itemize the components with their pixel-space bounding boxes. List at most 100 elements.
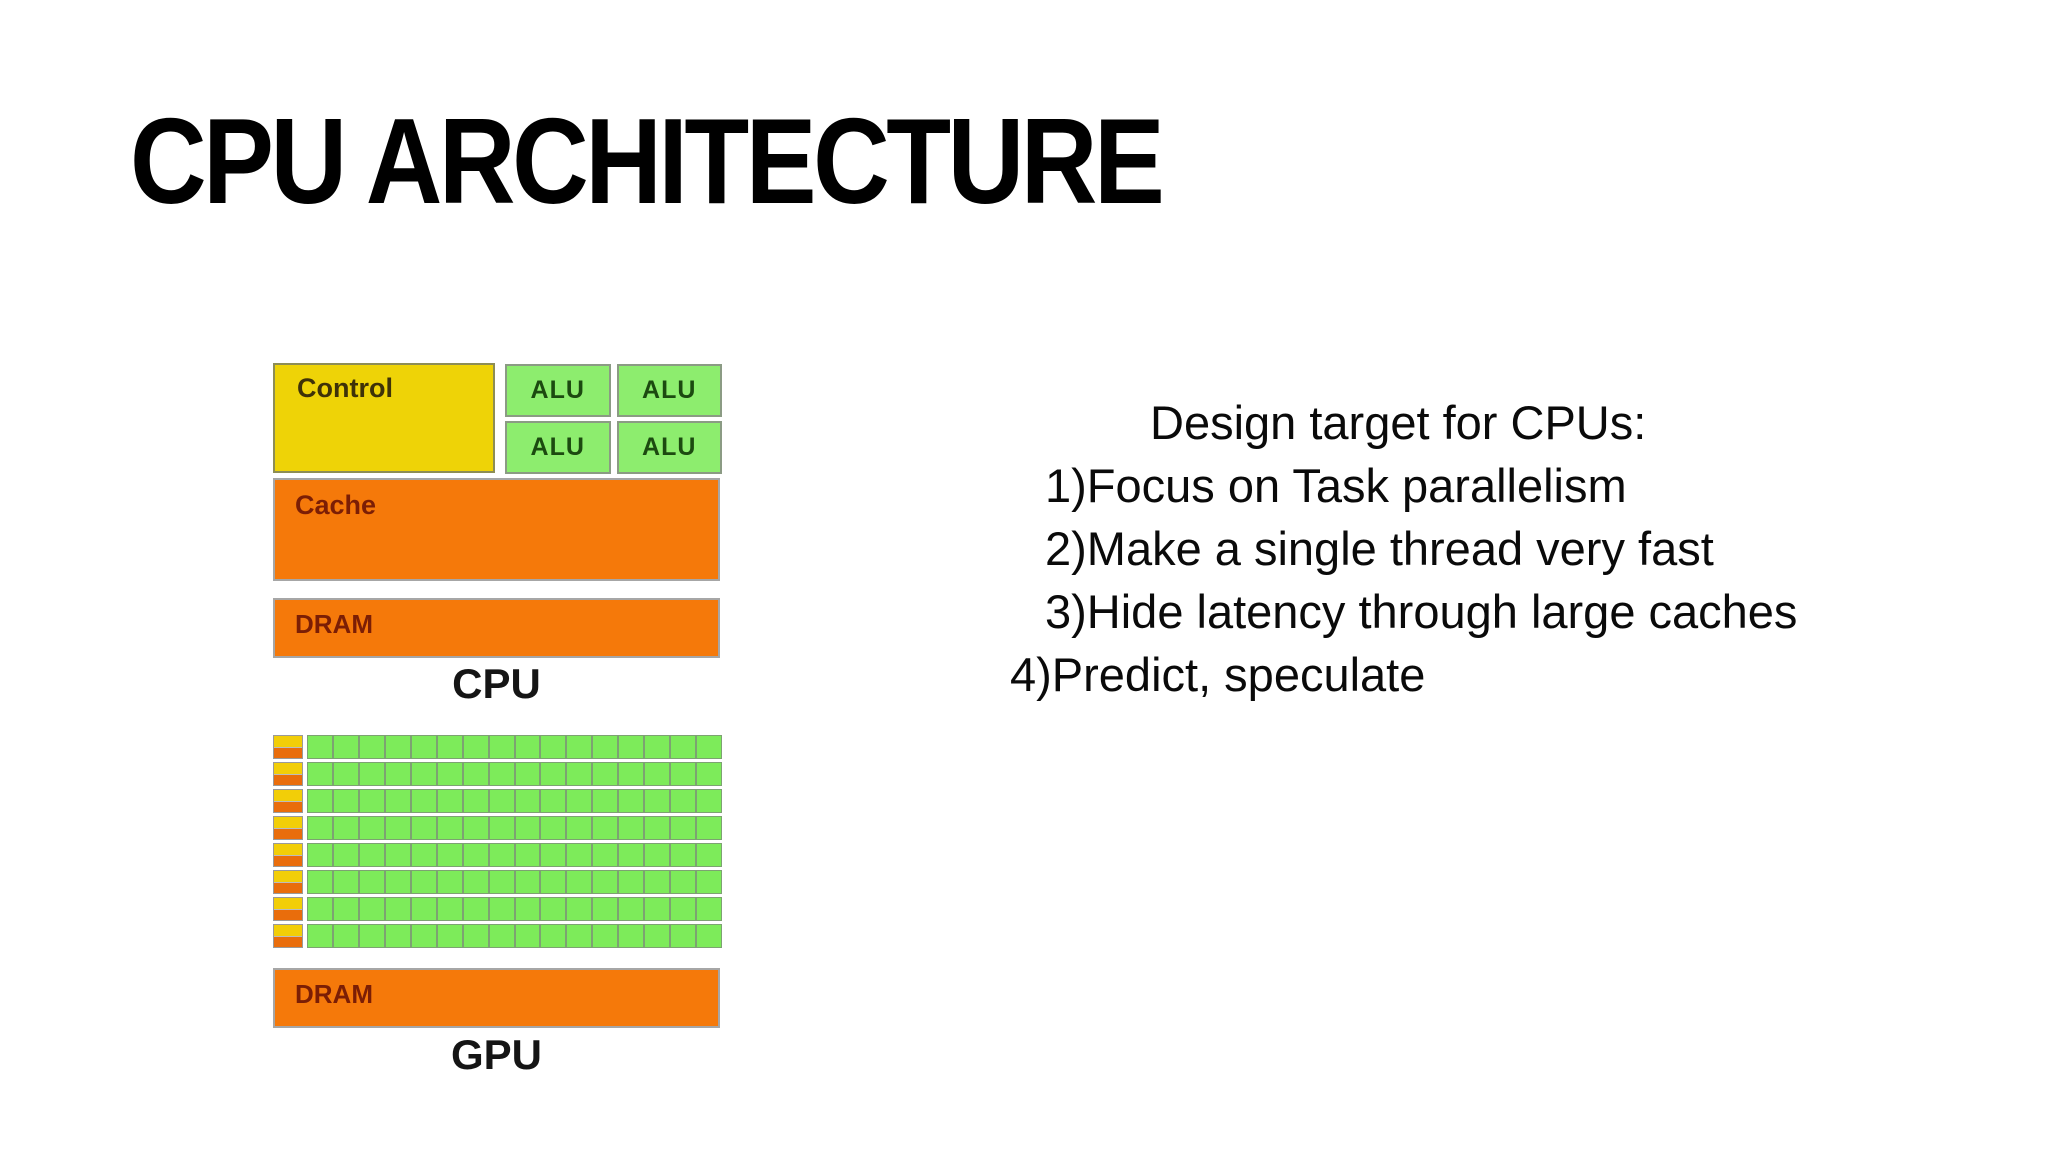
- cpu-alu-box: ALU: [505, 364, 611, 417]
- gpu-alu-cell: [332, 789, 359, 813]
- gpu-alu-cell: [358, 735, 385, 759]
- gpu-alu-cell: [670, 843, 697, 867]
- gpu-alu-cell: [332, 870, 359, 894]
- gpu-alu-cell: [696, 816, 722, 840]
- gpu-alu-cell: [540, 789, 567, 813]
- gpu-alu-cell: [618, 924, 645, 948]
- gpu-alu-cell: [566, 897, 593, 921]
- gpu-alu-cell: [384, 816, 411, 840]
- gpu-alu-cell: [696, 924, 722, 948]
- gpu-alu-cell: [488, 735, 515, 759]
- gpu-control-cache-block: [273, 816, 303, 840]
- gpu-alu-cell: [384, 924, 411, 948]
- gpu-alu-cell: [618, 762, 645, 786]
- cpu-dram-bar: DRAM: [273, 598, 720, 658]
- gpu-alu-cell: [307, 762, 333, 786]
- gpu-alu-row: [307, 870, 722, 894]
- gpu-alu-cell: [592, 897, 619, 921]
- gpu-row: [273, 762, 722, 786]
- gpu-alu-cell: [436, 843, 463, 867]
- gpu-diagram: DRAM GPU: [273, 735, 722, 1080]
- gpu-alu-cell: [514, 870, 541, 894]
- gpu-alu-cell: [410, 843, 437, 867]
- gpu-alu-cell: [670, 789, 697, 813]
- gpu-alu-cell: [696, 762, 722, 786]
- gpu-alu-cell: [696, 870, 722, 894]
- gpu-control-cell: [274, 817, 302, 830]
- gpu-alu-cell: [644, 762, 671, 786]
- gpu-alu-row: [307, 735, 722, 759]
- gpu-alu-cell: [696, 843, 722, 867]
- gpu-alu-cell: [592, 843, 619, 867]
- gpu-alu-row: [307, 816, 722, 840]
- gpu-alu-cell: [384, 870, 411, 894]
- notes-item: 4)Predict, speculate: [1010, 648, 1426, 701]
- gpu-control-cache-block: [273, 870, 303, 894]
- gpu-alu-cell: [514, 816, 541, 840]
- gpu-alu-cell: [566, 762, 593, 786]
- gpu-control-cache-block: [273, 762, 303, 786]
- gpu-alu-cell: [540, 816, 567, 840]
- gpu-alu-cell: [307, 789, 333, 813]
- gpu-alu-cell: [462, 735, 489, 759]
- gpu-row: [273, 870, 722, 894]
- gpu-control-cell: [274, 925, 302, 938]
- gpu-alu-cell: [618, 816, 645, 840]
- gpu-cache-cell: [274, 829, 302, 839]
- gpu-alu-cell: [410, 735, 437, 759]
- gpu-alu-cell: [618, 789, 645, 813]
- gpu-alu-cell: [332, 924, 359, 948]
- gpu-alu-cell: [514, 897, 541, 921]
- gpu-row: [273, 816, 722, 840]
- gpu-alu-cell: [644, 843, 671, 867]
- gpu-alu-cell: [514, 789, 541, 813]
- gpu-alu-cell: [410, 870, 437, 894]
- gpu-alu-cell: [566, 924, 593, 948]
- gpu-alu-cell: [436, 735, 463, 759]
- gpu-alu-cell: [462, 924, 489, 948]
- gpu-cache-cell: [274, 883, 302, 893]
- gpu-alu-cell: [540, 897, 567, 921]
- gpu-alu-cell: [462, 843, 489, 867]
- gpu-alu-cell: [696, 789, 722, 813]
- gpu-alu-cell: [410, 762, 437, 786]
- notes-heading: Design target for CPUs:: [1150, 396, 1647, 449]
- gpu-alu-cell: [566, 816, 593, 840]
- gpu-alu-cell: [618, 870, 645, 894]
- gpu-alu-cell: [592, 762, 619, 786]
- gpu-alu-cell: [436, 897, 463, 921]
- gpu-alu-cell: [384, 897, 411, 921]
- gpu-control-cell: [274, 844, 302, 857]
- gpu-alu-cell: [410, 897, 437, 921]
- gpu-alu-cell: [332, 762, 359, 786]
- gpu-alu-cell: [488, 843, 515, 867]
- notes-item: 2)Make a single thread very fast: [1045, 522, 1714, 575]
- gpu-alu-cell: [488, 897, 515, 921]
- gpu-alu-cell: [410, 924, 437, 948]
- gpu-row: [273, 924, 722, 948]
- gpu-alu-cell: [488, 789, 515, 813]
- gpu-alu-cell: [307, 843, 333, 867]
- gpu-alu-cell: [358, 870, 385, 894]
- gpu-alu-cell: [384, 843, 411, 867]
- gpu-control-cache-block: [273, 843, 303, 867]
- gpu-alu-cell: [540, 870, 567, 894]
- gpu-cache-cell: [274, 910, 302, 920]
- gpu-alu-cell: [540, 735, 567, 759]
- gpu-alu-cell: [670, 897, 697, 921]
- gpu-alu-cell: [670, 870, 697, 894]
- gpu-control-cell: [274, 763, 302, 776]
- cpu-caption: CPU: [452, 660, 541, 707]
- gpu-alu-cell: [592, 924, 619, 948]
- notes-item: 3)Hide latency through large caches: [1045, 585, 1798, 638]
- gpu-alu-cell: [436, 789, 463, 813]
- gpu-alu-cell: [644, 897, 671, 921]
- gpu-control-cell: [274, 790, 302, 803]
- gpu-alu-cell: [358, 762, 385, 786]
- gpu-control-cell: [274, 871, 302, 884]
- gpu-alu-cell: [462, 870, 489, 894]
- gpu-alu-cell: [514, 843, 541, 867]
- gpu-row: [273, 735, 722, 759]
- gpu-control-cache-block: [273, 897, 303, 921]
